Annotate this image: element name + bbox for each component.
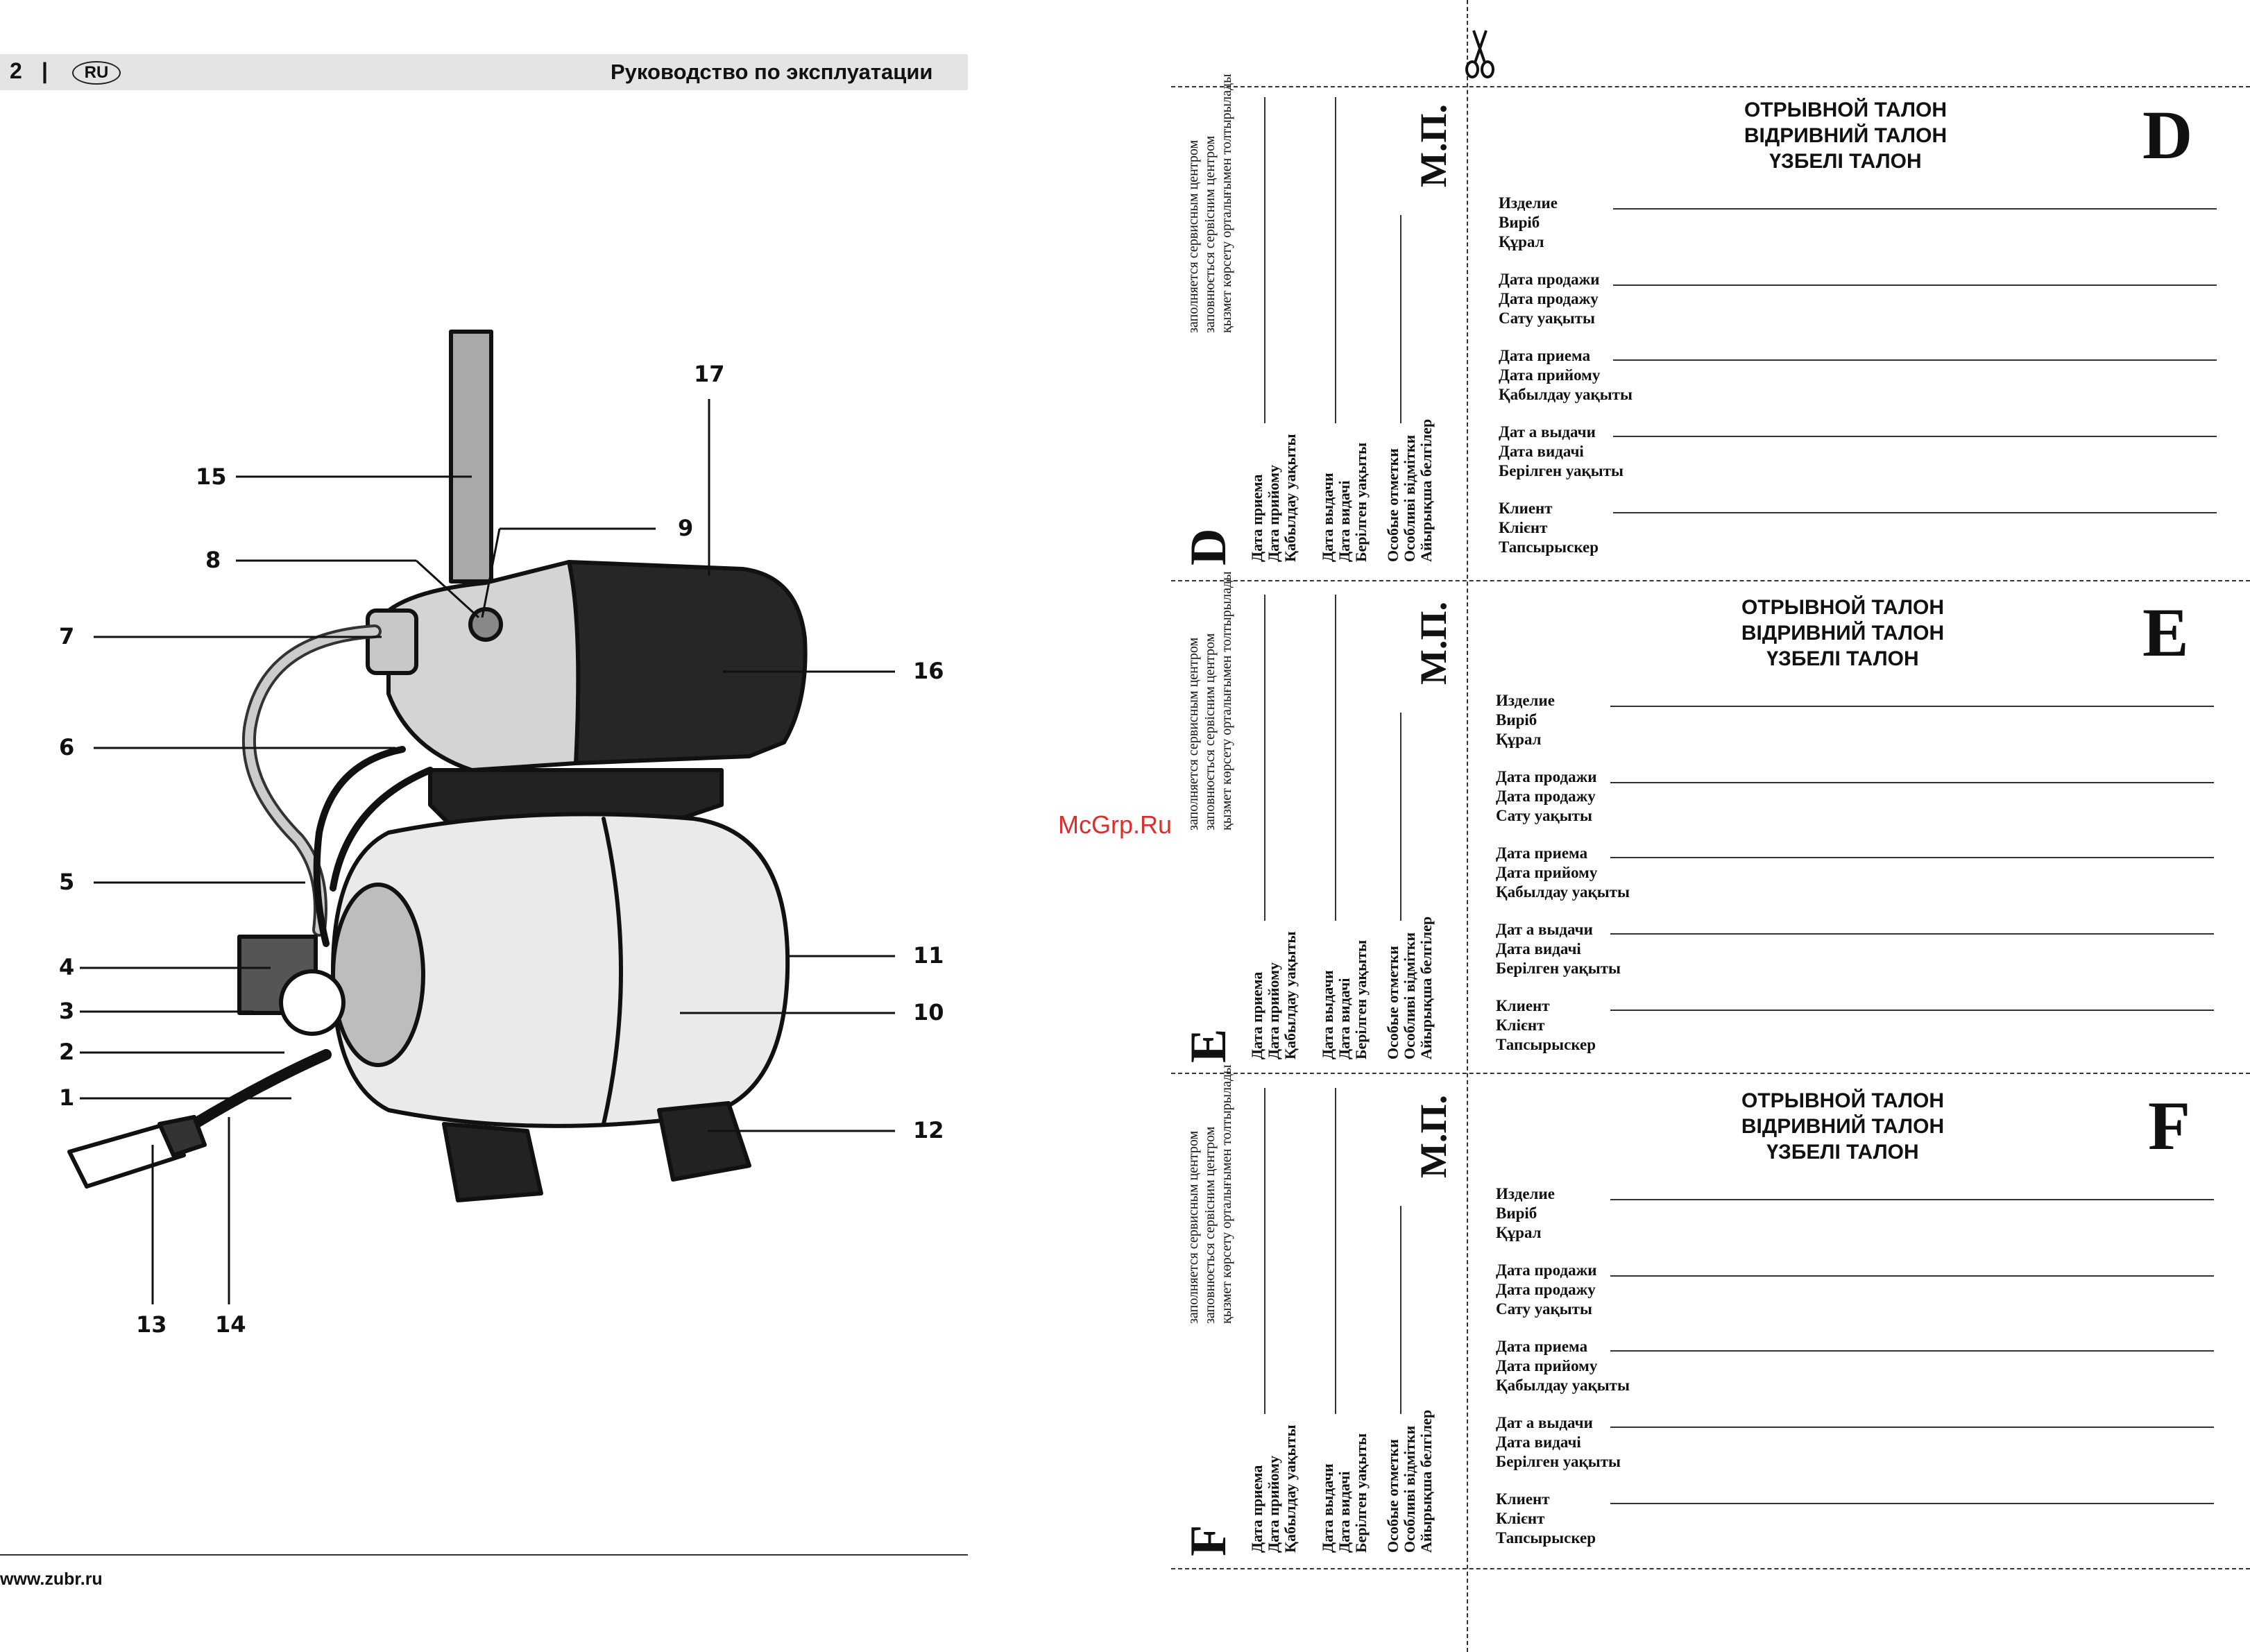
stub-line-receipt	[1264, 595, 1265, 921]
field-line-receipt-date	[1610, 1350, 2214, 1352]
callout-5: 5	[59, 869, 75, 895]
header-separator: |	[42, 58, 48, 83]
pump-illustration	[67, 330, 895, 1304]
stub-letter: F	[1180, 1524, 1237, 1556]
stub-line-issue	[1335, 1088, 1336, 1414]
manual-title: Руководство по эксплуатации	[611, 60, 933, 84]
callout-3: 3	[59, 998, 75, 1024]
stub-line-receipt	[1264, 97, 1265, 423]
cut-line-bottom	[1171, 1568, 2250, 1569]
field-line-sale-date	[1610, 1275, 2214, 1277]
scissors-icon	[1465, 30, 1494, 78]
field-line-issue-date	[1610, 1427, 2214, 1428]
stub-line-receipt	[1264, 1088, 1265, 1414]
callout-12: 12	[913, 1117, 944, 1143]
stub-stamp: М.П.	[1413, 1095, 1454, 1178]
callout-14: 14	[215, 1311, 246, 1338]
stub-letter: E	[1180, 1028, 1237, 1063]
field-line-product	[1610, 706, 2214, 707]
stub-stamp: М.П.	[1413, 104, 1454, 187]
cut-line-2	[1171, 1073, 2250, 1074]
cut-line-vertical	[1467, 0, 1468, 1652]
callout-1: 1	[59, 1084, 75, 1111]
field-line-receipt-date	[1613, 359, 2217, 361]
callout-16: 16	[913, 658, 944, 684]
cut-line-1	[1171, 580, 2250, 581]
callout-8: 8	[205, 547, 221, 573]
field-line-client	[1610, 1010, 2214, 1011]
field-line-sale-date	[1610, 782, 2214, 783]
field-line-client	[1613, 512, 2217, 513]
page-number: 2	[10, 58, 22, 83]
header-bar	[0, 54, 968, 90]
callout-13: 13	[136, 1311, 167, 1338]
callout-10: 10	[913, 999, 944, 1025]
stub-line-notes	[1400, 713, 1401, 921]
footer-url: www.zubr.ru	[0, 1569, 103, 1589]
callout-6: 6	[59, 734, 75, 760]
field-line-product	[1610, 1199, 2214, 1200]
callout-2: 2	[59, 1039, 75, 1065]
ticket-letter: F	[2148, 1087, 2191, 1164]
stub-line-notes	[1400, 1206, 1401, 1414]
watermark: McGrp.Ru	[1058, 810, 1173, 839]
language-badge: RU	[72, 61, 121, 85]
footer-rule	[0, 1554, 968, 1556]
cut-line-top	[1171, 86, 2250, 87]
field-line-client	[1610, 1503, 2214, 1504]
field-line-receipt-date	[1610, 857, 2214, 858]
callout-9: 9	[678, 515, 694, 541]
stub-letter: D	[1180, 528, 1237, 565]
callout-7: 7	[59, 623, 75, 649]
field-line-product	[1613, 208, 2217, 210]
callout-15: 15	[196, 463, 227, 490]
stub-stamp: М.П.	[1413, 602, 1454, 685]
stub-line-issue	[1335, 97, 1336, 423]
field-line-sale-date	[1613, 284, 2217, 286]
stub-line-issue	[1335, 595, 1336, 921]
stub-line-notes	[1400, 215, 1401, 423]
ticket-letter: E	[2142, 594, 2189, 671]
field-line-issue-date	[1610, 933, 2214, 935]
callout-17: 17	[694, 361, 725, 387]
ticket-letter: D	[2142, 96, 2193, 173]
callout-4: 4	[59, 954, 75, 980]
callout-11: 11	[913, 942, 944, 969]
field-line-issue-date	[1613, 436, 2217, 437]
